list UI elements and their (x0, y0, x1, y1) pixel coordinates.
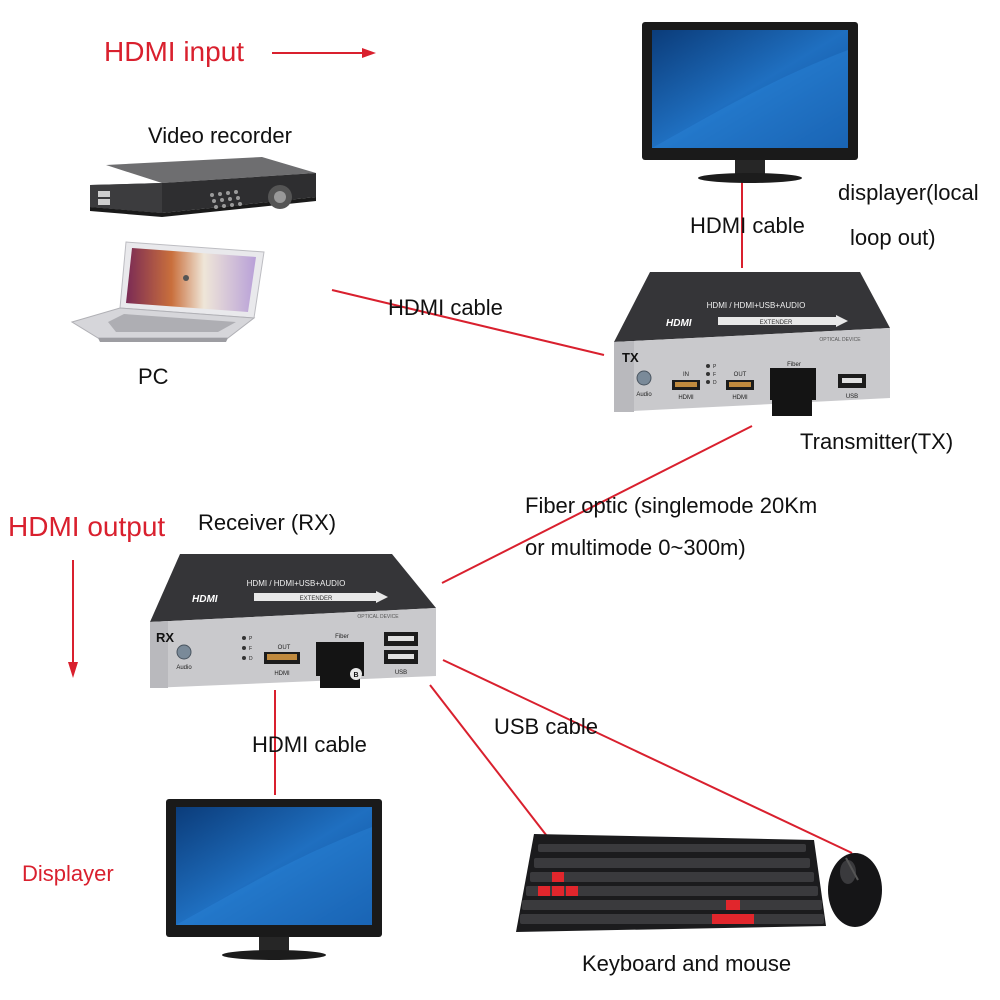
hdmi-cable-bottom-label: HDMI cable (252, 732, 367, 757)
keyboard-mouse-label: Keyboard and mouse (582, 951, 792, 976)
usb-cable-mouse-line (442, 659, 853, 854)
receiver-device-image: HDMI / HDMI+USB+AUDIO HDMI EXTENDER OPTI… (150, 554, 436, 688)
fiber-optic-label-line1: Fiber optic (singlemode 20Km (525, 493, 818, 518)
displayer-local-label-line1: displayer(local (838, 180, 979, 205)
mouse-image (828, 853, 882, 927)
tx-audio-text: Audio (636, 392, 652, 398)
rx-label: RX (156, 630, 174, 645)
displayer-monitor-image (166, 799, 382, 960)
rx-led-f: F (249, 646, 252, 652)
hdmi-output-label: HDMI output (8, 511, 166, 542)
hdmi-input-label: HDMI input (104, 36, 245, 67)
rx-hdmi-logo: HDMI (192, 594, 218, 605)
video-recorder-label: Video recorder (148, 123, 292, 148)
displayer-label: Displayer (22, 861, 114, 886)
hdmi-output-arrowhead (68, 662, 78, 678)
transmitter-label: Transmitter(TX) (800, 429, 954, 454)
rx-optical-text: OPTICAL DEVICE (357, 614, 399, 620)
tx-extender-text: EXTENDER (760, 320, 793, 326)
tx-in-hdmi-text: HDMI (678, 395, 694, 401)
tx-usb-text: USB (846, 394, 858, 400)
rx-led-p: P (249, 636, 253, 642)
rx-audio-text: Audio (176, 665, 192, 671)
video-recorder-image (90, 157, 316, 217)
tx-in-text: IN (683, 372, 689, 378)
usb-cable-keyboard-line (429, 684, 551, 841)
rx-fiber-text: Fiber (335, 634, 349, 640)
displayer-local-label-line2: loop out) (850, 225, 936, 250)
fiber-optic-line (441, 425, 753, 584)
fiber-optic-label-line2: or multimode 0~300m) (525, 535, 746, 560)
tx-label: TX (622, 350, 639, 365)
receiver-label: Receiver (RX) (198, 510, 337, 535)
usb-cable-label: USB cable (494, 714, 598, 739)
hdmi-cable-pc-label: HDMI cable (388, 295, 503, 320)
rx-led-d: D (249, 656, 253, 662)
transmitter-device-image: HDMI / HDMI+USB+AUDIO HDMI EXTENDER OPTI… (614, 272, 890, 416)
rx-fiber-b-text: B (353, 672, 358, 679)
pc-laptop-image (70, 241, 265, 342)
rx-usb-text: USB (395, 670, 407, 676)
rx-extender-text: EXTENDER (300, 596, 333, 602)
tx-banner-text: HDMI / HDMI+USB+AUDIO (707, 301, 806, 310)
pc-label: PC (138, 364, 169, 389)
tx-led-d: D (713, 380, 717, 386)
tx-out-text: OUT (734, 372, 747, 378)
tx-out-hdmi-text: HDMI (732, 395, 748, 401)
rx-hdmi-port-text: HDMI (274, 671, 290, 677)
rx-out-text: OUT (278, 645, 291, 651)
hdmi-cable-pc-line (331, 289, 605, 356)
tx-fiber-text: Fiber (787, 362, 801, 368)
tx-led-f: F (713, 372, 716, 378)
local-displayer-monitor-image (642, 22, 858, 183)
tx-hdmi-logo: HDMI (666, 318, 692, 329)
hdmi-input-arrowhead (362, 48, 376, 58)
keyboard-image (516, 834, 826, 932)
tx-led-p: P (713, 364, 717, 370)
rx-banner-text: HDMI / HDMI+USB+AUDIO (247, 579, 346, 588)
tx-optical-text: OPTICAL DEVICE (819, 337, 861, 343)
hdmi-cable-top-label: HDMI cable (690, 213, 805, 238)
